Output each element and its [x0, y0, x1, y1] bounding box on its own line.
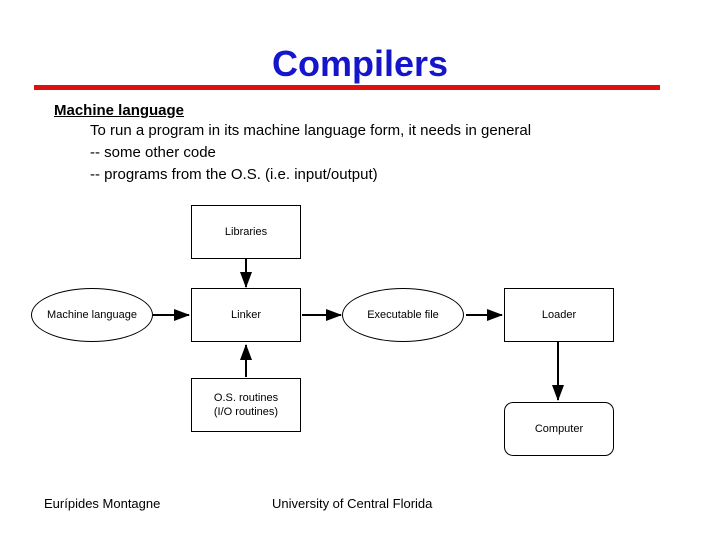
- diagram-node-computer-label: Computer: [534, 423, 584, 435]
- diagram-node-executable-file-label: Executable file: [367, 309, 439, 321]
- diagram-node-linker-label: Linker: [231, 309, 261, 321]
- body-line-3: -- programs from the O.S. (i.e. input/ou…: [90, 166, 378, 183]
- diagram-node-os-routines-label: O.S. routines (I/O routines): [213, 392, 279, 418]
- diagram-node-libraries[interactable]: Libraries: [191, 205, 301, 259]
- diagram-node-loader-label: Loader: [541, 309, 577, 321]
- footer-author: Eurípides Montagne: [44, 496, 161, 511]
- title-divider: [34, 85, 660, 90]
- body-line-1: To run a program in its machine language…: [90, 122, 532, 139]
- body-text-block: Machine language To run a program in its…: [54, 101, 674, 186]
- diagram-node-machine-language[interactable]: Machine language: [31, 288, 153, 342]
- body-heading: Machine language: [54, 102, 185, 119]
- diagram-node-executable-file[interactable]: Executable file: [342, 288, 464, 342]
- footer-organization: University of Central Florida: [272, 496, 433, 511]
- diagram-node-libraries-label: Libraries: [224, 226, 268, 238]
- diagram-node-loader[interactable]: Loader: [504, 288, 614, 342]
- page-title: Compilers: [271, 43, 449, 84]
- body-line-2: -- some other code: [90, 144, 216, 161]
- diagram-node-machine-language-label: Machine language: [47, 309, 137, 321]
- diagram-node-linker[interactable]: Linker: [191, 288, 301, 342]
- diagram-node-computer[interactable]: Computer: [504, 402, 614, 456]
- diagram-node-os-routines[interactable]: O.S. routines (I/O routines): [191, 378, 301, 432]
